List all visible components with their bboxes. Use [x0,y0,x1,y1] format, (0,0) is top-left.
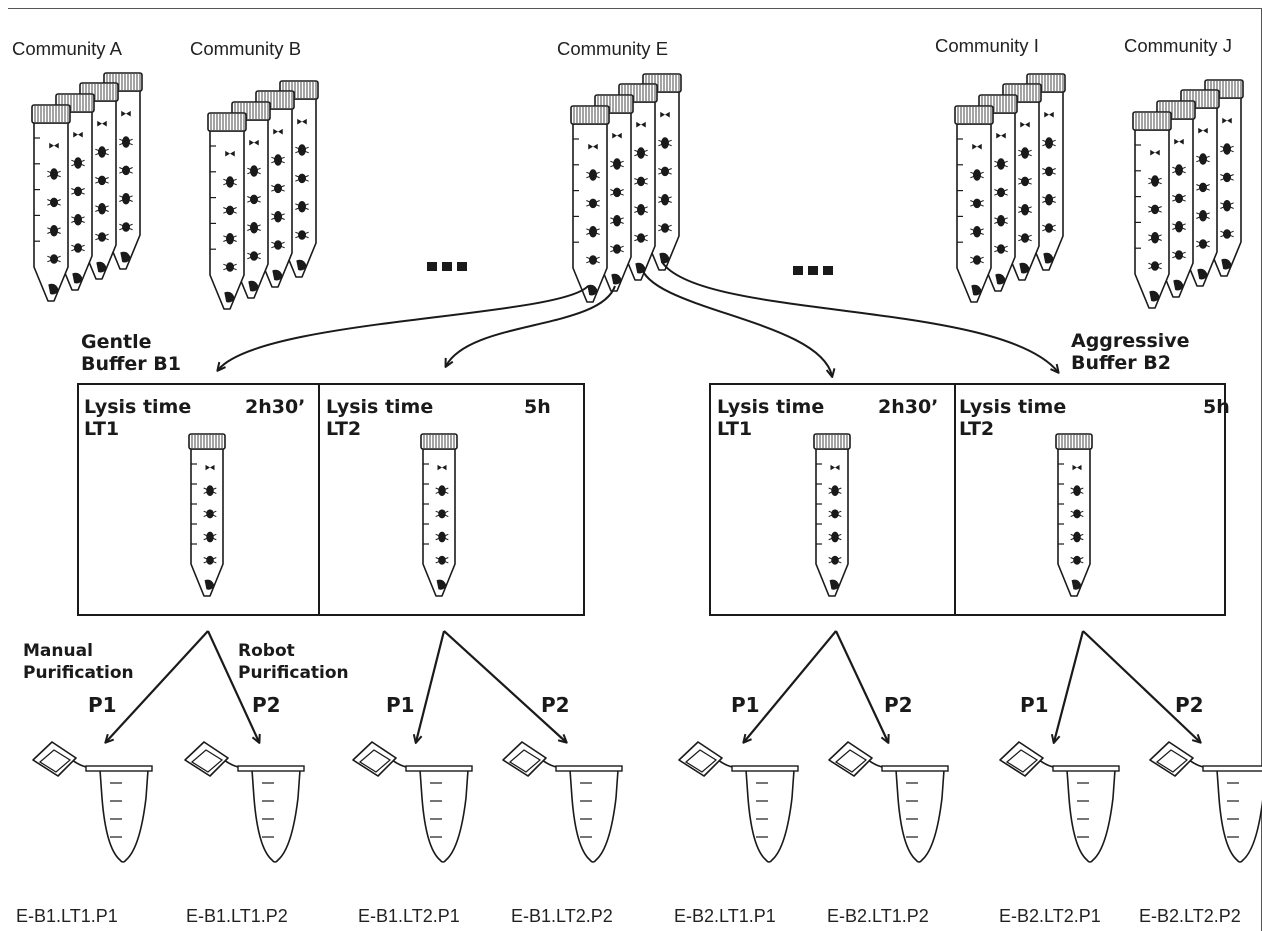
community-i-tube-stack-tube-4 [955,106,993,302]
arrow-p1-2 [416,631,444,742]
microtube-5 [679,742,798,862]
lysis-panel-1-title-text: Lysis time [84,396,191,418]
community-e-label: Community E [557,38,668,60]
buffer-b1-label: Gentle Buffer B1 [81,331,181,375]
p2-label-2: P2 [541,693,570,717]
buffer-b2-line1: Aggressive [1071,330,1190,352]
robot-purification-label: Robot Purification [238,640,349,684]
buffer-b1-line2: Buffer B1 [81,353,181,375]
lysis-panel-4-title: Lysis time LT2 [959,396,1066,440]
lysis-panel-3-duration: 2h30’ [878,396,938,418]
arrow-p1-3 [744,631,836,742]
p2-label-4: P2 [1175,693,1204,717]
microtube-8 [1150,742,1262,862]
buffer-b1-line1: Gentle [81,331,181,353]
lysis-panel-2-title: Lysis time LT2 [326,396,433,440]
p1-label-3: P1 [731,693,760,717]
community-e-tube-stack-tube-4 [571,106,609,302]
community-j-tube-stack-tube-4 [1133,112,1171,308]
manual-purification-line2: Purification [23,662,134,684]
community-a-tube-stack [32,73,142,301]
microtube-7 [1000,742,1119,862]
arrow-p2-4 [1083,631,1200,742]
sample-label-5: E-B2.LT1.P1 [674,906,776,927]
lysis-panel-3-tube [814,434,850,596]
community-b-label: Community B [190,38,301,60]
lysis-panel-1-title: Lysis time LT1 [84,396,191,440]
arrow-to-buffer-b1-lt1 [218,286,588,370]
sample-label-6: E-B2.LT1.P2 [827,906,929,927]
community-i-label: Community I [935,35,1039,57]
community-e-tube-stack [571,74,681,302]
community-b-tube-stack [208,81,318,309]
microtube-2 [185,742,304,862]
arrow-p1-4 [1054,631,1083,742]
lysis-panel-4-duration: 5h [1203,396,1230,418]
sample-label-1: E-B1.LT1.P1 [16,906,118,927]
community-j-tube-stack [1133,80,1243,308]
lysis-panel-1-duration: 2h30’ [245,396,305,418]
lysis-panel-2-tube [421,434,457,596]
buffer-b2-line2: Buffer B2 [1071,352,1190,374]
lysis-panel-4-title-text: Lysis time [959,396,1066,418]
microtube-1 [33,742,152,862]
lysis-panel-2-code: LT2 [326,418,433,440]
arrow-p2-2 [444,631,566,742]
community-i-tube-stack [955,74,1065,302]
lysis-panel-2-title-text: Lysis time [326,396,433,418]
robot-purification-line2: Purification [238,662,349,684]
sample-label-3: E-B1.LT2.P1 [358,906,460,927]
lysis-panel-4-tube [1056,434,1092,596]
microtube-3 [353,742,472,862]
p2-label-1: P2 [252,693,281,717]
manual-purification-line1: Manual [23,640,134,662]
sample-label-7: E-B2.LT2.P1 [999,906,1101,927]
manual-purification-label: Manual Purification [23,640,134,684]
community-b-tube-stack-tube-4 [208,113,246,309]
lysis-panel-1-code: LT1 [84,418,191,440]
community-a-tube-stack-tube-4 [32,105,70,301]
lysis-panel-2-duration: 5h [524,396,551,418]
p1-label-4: P1 [1020,693,1049,717]
p2-label-3: P2 [884,693,913,717]
lysis-panel-3-title-text: Lysis time [717,396,824,418]
community-a-label: Community A [12,38,122,60]
p1-label-1: P1 [88,693,117,717]
ellipsis-left [427,262,467,271]
microtube-6 [829,742,948,862]
lysis-panel-4-code: LT2 [959,418,1066,440]
lysis-panel-1-tube [189,434,225,596]
arrow-p2-3 [836,631,888,742]
lysis-panel-3-code: LT1 [717,418,824,440]
robot-purification-line1: Robot [238,640,349,662]
community-j-label: Community J [1124,35,1232,57]
ellipsis-right [793,266,833,275]
sample-label-4: E-B1.LT2.P2 [511,906,613,927]
p1-label-2: P1 [386,693,415,717]
buffer-b2-label: Aggressive Buffer B2 [1071,330,1190,374]
sample-label-8: E-B2.LT2.P2 [1139,906,1241,927]
microtube-4 [503,742,622,862]
arrow-to-buffer-b2-lt1 [641,266,832,376]
sample-label-2: E-B1.LT1.P2 [186,906,288,927]
lysis-panel-3-title: Lysis time LT1 [717,396,824,440]
